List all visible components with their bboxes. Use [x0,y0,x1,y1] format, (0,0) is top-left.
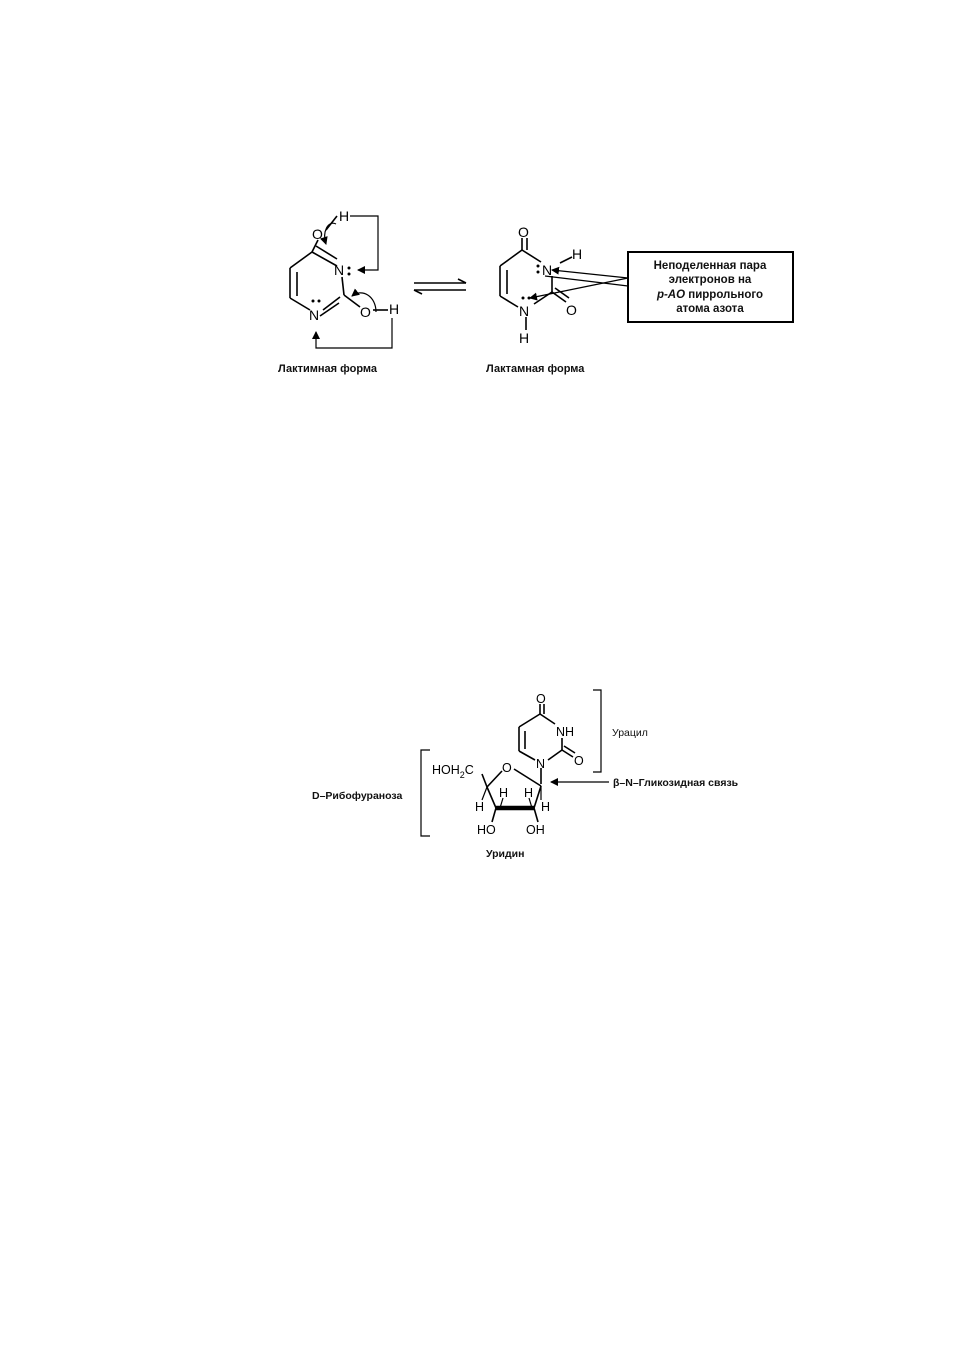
uridine-label: Уридин [486,848,524,860]
uracil-label: Урацил [612,727,648,739]
lactim-n1: N [309,307,319,323]
ribofuranose-bracket [420,749,430,837]
lone-pair-callout: Неподеленная пара электронов на p-AO пир… [627,251,794,323]
callout-line-3: p-AO пиррольного [656,289,763,301]
ribose-h-c4: H [475,800,484,814]
lactam-structure: O N H O N H [499,224,582,346]
ribose-h-c3: H [499,786,508,800]
lactim-label: Лактимная форма [278,363,378,375]
ribose-ring: O HOH2C H H H H HO OH [432,761,550,837]
uracil-bracket [593,689,602,773]
lactam-o-top: O [518,224,529,240]
glycosidic-label: β–N–Гликозидная связь [613,777,739,789]
ribose-oh: OH [526,823,545,837]
uracil-nh: NH [556,725,574,739]
lactim-o-top: O [312,226,323,242]
ribose-h-c2: H [524,786,533,800]
lactim-h-right: H [389,301,399,317]
lactam-n3: N [542,262,552,278]
lactam-o-right: O [566,302,577,318]
lactam-h-bottom: H [519,330,529,346]
lactam-label: Лактамная форма [486,363,585,375]
equilibrium-arrows [413,278,467,295]
ribose-hoh2c: HOH2C [432,763,474,780]
ribose-h-c1: H [541,800,550,814]
callout-line-2: электронов на [669,274,752,286]
lactam-n1: N [519,303,529,319]
callout-pointers [529,266,629,301]
lactim-o-right: O [360,304,371,320]
uracil-ring: O NH O N [518,692,584,784]
ribofuranose-label: D–Рибофураноза [312,790,402,802]
callout-line-4: атома азота [676,303,744,315]
tautomerism-figure: O H N N O H Лактимная форма [278,208,794,375]
ribose-ho: HO [477,823,496,837]
uracil-o-top: O [536,692,546,706]
uridine-figure: O NH O N Урацил [312,689,739,860]
lactim-h-top: H [339,208,349,224]
lactim-structure: O H N N O H [289,208,399,349]
ribose-o: O [502,761,512,775]
uracil-n1: N [536,757,545,771]
lactim-n3: N [334,262,344,278]
lactam-h-top: H [572,246,582,262]
callout-line-1: Неподеленная пара [654,260,767,272]
uracil-o-right: O [574,754,584,768]
